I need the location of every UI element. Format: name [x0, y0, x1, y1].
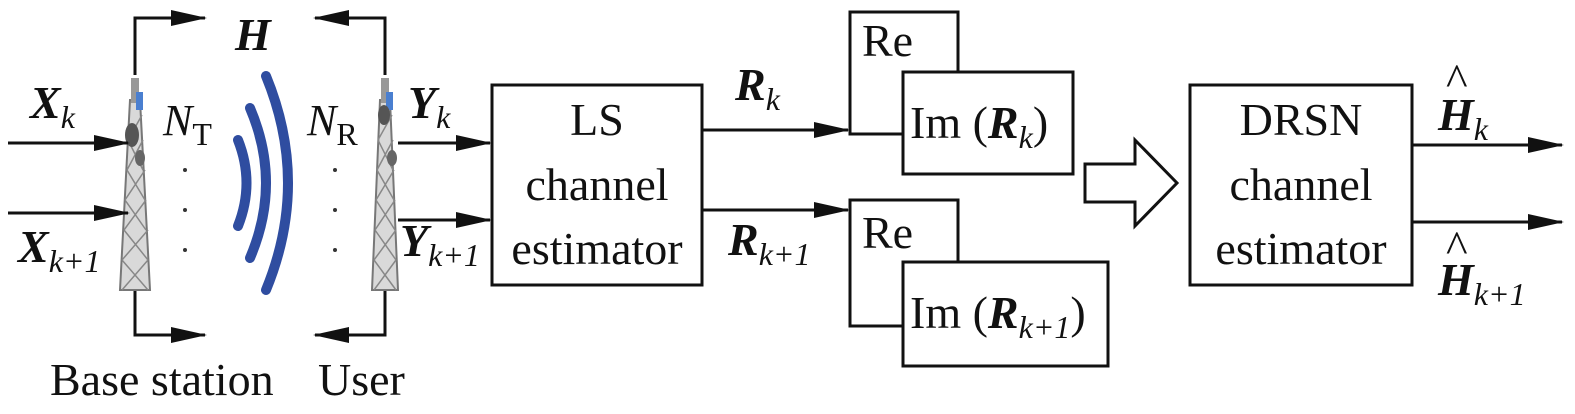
received-label-k: Yk [408, 77, 451, 135]
svg-text:^: ^ [1446, 54, 1468, 105]
svg-text:Hk+1: Hk+1 [1437, 254, 1526, 312]
svg-text:^: ^ [1446, 221, 1468, 272]
svg-text:channel: channel [525, 159, 668, 210]
drsn-channel-estimator-block: DRSN channel estimator [1188, 83, 1414, 287]
ls-output-label-k1: Rk+1 [727, 214, 810, 272]
svg-text:Re: Re [862, 15, 913, 66]
svg-text:LS: LS [570, 94, 624, 145]
ls-channel-estimator-block: LS channel estimator [490, 83, 704, 287]
svg-text:estimator: estimator [1215, 223, 1386, 274]
caption-user: User [318, 354, 405, 405]
antenna-dots [183, 168, 337, 252]
output-label-k: ^ Hk [1437, 54, 1489, 147]
radio-waves-icon [233, 71, 293, 295]
svg-text:Im (Rk+1): Im (Rk+1) [910, 287, 1086, 345]
input-label-k1: Xk+1 [16, 221, 100, 279]
svg-text:Re: Re [862, 207, 913, 258]
svg-text:Hk: Hk [1437, 89, 1489, 147]
svg-text:Im (Rk): Im (Rk) [910, 97, 1048, 155]
input-label-k: Xk [28, 77, 76, 135]
svg-text:NT: NT [162, 96, 212, 152]
output-label-k1: ^ Hk+1 [1437, 221, 1526, 312]
re-im-split-block-k: Re Im (Rk) [848, 10, 1075, 176]
user-tower-icon [370, 78, 400, 291]
svg-text:NR: NR [306, 96, 358, 152]
svg-text:channel: channel [1229, 159, 1372, 210]
caption-base-station: Base station [50, 354, 274, 405]
base-station-tower-icon [118, 78, 152, 291]
received-label-k1: Yk+1 [400, 215, 480, 273]
hollow-right-arrow-icon [1083, 136, 1180, 230]
top-feedback-arrows [133, 9, 387, 75]
channel-label-H: H [234, 9, 272, 60]
ls-output-label-k: Rk [734, 59, 781, 117]
bottom-feedback-arrows [133, 290, 387, 343]
re-im-split-block-k1: Re Im (Rk+1) [848, 198, 1110, 368]
svg-text:DRSN: DRSN [1240, 94, 1363, 145]
svg-text:estimator: estimator [511, 223, 682, 274]
tx-antenna-label: NT [162, 96, 212, 152]
rx-antenna-label: NR [306, 96, 358, 152]
